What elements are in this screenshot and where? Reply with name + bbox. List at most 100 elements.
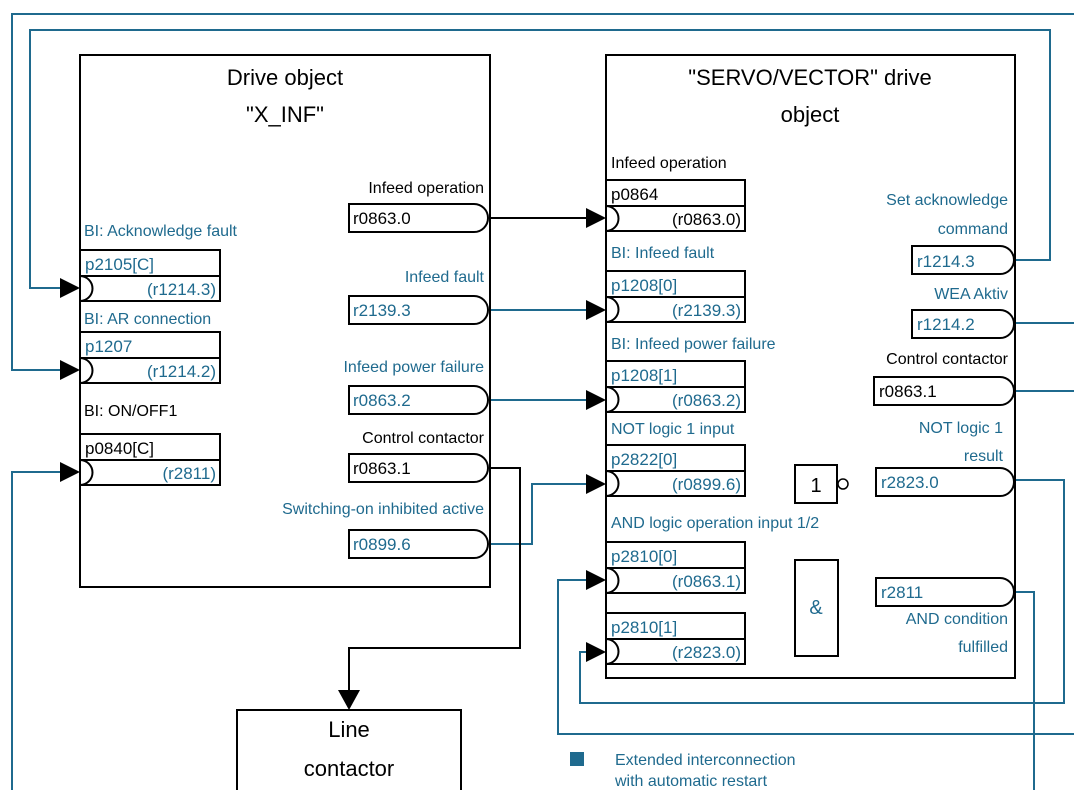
- x-inf-infeed-fault-connector[interactable]: [348, 295, 489, 325]
- legend: Extended interconnection with automatic …: [570, 752, 796, 790]
- arrow-ack-fault: [60, 278, 80, 298]
- line-contactor-box: [236, 709, 462, 793]
- arrow-infeed-fault: [586, 300, 606, 320]
- servo-set-ack-label-line2: command: [938, 221, 1008, 238]
- x-inf-switching-inhibited-label: Switching-on inhibited active: [282, 501, 484, 518]
- servo-and-input2-param: p2810[1]: [611, 618, 677, 637]
- servo-and-output-label-line2: fulfilled: [958, 639, 1008, 656]
- servo-and-output-param: r2811: [881, 583, 923, 602]
- servo-not-input-source: (r0899.6): [672, 475, 741, 494]
- servo-infeed-operation-param-box[interactable]: [605, 179, 746, 207]
- servo-and-input1-param: p2810[0]: [611, 547, 677, 566]
- x-inf-onoff-source: (r2811): [162, 464, 216, 483]
- servo-wea-connector[interactable]: [911, 309, 1015, 339]
- servo-set-ack-label-line1: Set acknowledge: [886, 192, 1008, 209]
- servo-control-contactor-connector[interactable]: [873, 376, 1015, 406]
- x-inf-control-contactor-param: r0863.1: [353, 459, 411, 478]
- servo-and-output-label-line1: AND condition: [906, 611, 1008, 628]
- servo-power-failure-param: p1208[1]: [611, 366, 677, 385]
- wire-r2823-feedback: [579, 479, 1065, 704]
- x-inf-onoff-param: p0840[C]: [85, 439, 154, 458]
- servo-not-input-source-connector[interactable]: [605, 470, 746, 497]
- servo-set-ack-param: r1214.3: [917, 252, 975, 271]
- servo-and-input2-param-box[interactable]: [605, 612, 746, 640]
- x-inf-onoff-label: BI: ON/OFF1: [84, 403, 177, 420]
- line-contactor-line2: contactor: [304, 756, 395, 781]
- x-inf-control-contactor-label: Control contactor: [362, 430, 485, 447]
- x-inf-control-contactor-connector[interactable]: [348, 453, 489, 483]
- servo-infeed-fault-source: (r2139.3): [672, 301, 741, 320]
- servo-and-output-connector[interactable]: [875, 577, 1015, 607]
- servo-control-contactor-label: Control contactor: [886, 351, 1009, 368]
- standard-wires: [348, 217, 586, 690]
- wire-switching-inhibited: [488, 483, 586, 545]
- x-inf-ack-fault-param-box[interactable]: [79, 249, 221, 277]
- wire-outer-top: [11, 13, 1074, 371]
- drive-object-servo-vector: "SERVO/VECTOR" drive object Infeed opera…: [605, 54, 1016, 679]
- not-gate-symbol: 1: [810, 475, 821, 497]
- servo-not-result-label-line1: NOT logic 1: [919, 420, 1003, 437]
- servo-title-line1: "SERVO/VECTOR" drive: [688, 65, 931, 90]
- servo-not-input-param: p2822[0]: [611, 450, 677, 469]
- servo-power-failure-param-box[interactable]: [605, 360, 746, 388]
- legend-line2: with automatic restart: [614, 773, 768, 790]
- arrow-ar-connection: [60, 360, 80, 380]
- x-inf-switching-inhibited-connector[interactable]: [348, 529, 489, 559]
- x-inf-title-line2: "X_INF": [246, 102, 324, 127]
- x-inf-title-line1: Drive object: [227, 65, 343, 90]
- servo-not-result-param: r2823.0: [881, 473, 939, 492]
- servo-and-inputs-label: AND logic operation input 1/2: [611, 515, 819, 532]
- not-gate: [794, 464, 838, 504]
- servo-power-failure-source: (r0863.2): [672, 391, 741, 410]
- servo-and-input2-source-connector[interactable]: [605, 638, 746, 665]
- x-inf-ack-fault-source-connector[interactable]: [79, 275, 221, 302]
- arrow-not-input: [586, 474, 606, 494]
- x-inf-ar-connection-param-box[interactable]: [79, 331, 221, 359]
- and-gate: [794, 559, 839, 657]
- x-inf-power-failure-param: r0863.2: [353, 391, 411, 410]
- arrow-line-contactor: [338, 690, 360, 710]
- and-gate-symbol: &: [809, 597, 823, 619]
- x-inf-ar-connection-label: BI: AR connection: [84, 311, 211, 328]
- servo-infeed-fault-param: p1208[0]: [611, 276, 677, 295]
- servo-not-result-label-line2: result: [964, 448, 1004, 465]
- wire-r0863-feedback: [557, 579, 1074, 735]
- arrow-and-input1: [586, 570, 606, 590]
- servo-infeed-fault-source-connector[interactable]: [605, 296, 746, 323]
- servo-infeed-operation-source: (r0863.0): [672, 210, 741, 229]
- wire-control-contactor: [348, 467, 521, 690]
- servo-not-result-connector[interactable]: [875, 467, 1015, 497]
- servo-infeed-operation-param: p0864: [611, 185, 658, 204]
- wire-onoff-feed: [11, 471, 60, 790]
- servo-infeed-fault-label: BI: Infeed fault: [611, 245, 715, 262]
- arrow-onoff: [60, 462, 80, 482]
- servo-power-failure-source-connector[interactable]: [605, 386, 746, 413]
- servo-and-input1-source: (r0863.1): [672, 572, 741, 591]
- servo-and-input1-source-connector[interactable]: [605, 567, 746, 594]
- x-inf-power-failure-label: Infeed power failure: [343, 359, 484, 376]
- line-contactor: Line contactor: [236, 709, 462, 793]
- servo-and-input2-source: (r2823.0): [672, 643, 741, 662]
- servo-not-input-label: NOT logic 1 input: [611, 421, 735, 438]
- x-inf-switching-inhibited-param: r0899.6: [353, 535, 411, 554]
- x-inf-onoff-source-connector[interactable]: [79, 459, 221, 486]
- servo-wea-label: WEA Aktiv: [934, 286, 1008, 303]
- wire-set-ack: [29, 29, 1051, 289]
- servo-infeed-fault-param-box[interactable]: [605, 270, 746, 298]
- arrow-infeed-operation: [586, 208, 606, 228]
- x-inf-ar-connection-source-connector[interactable]: [79, 357, 221, 384]
- x-inf-ack-fault-param: p2105[C]: [85, 255, 154, 274]
- wire-r2811-out: [1014, 591, 1035, 790]
- legend-swatch: [570, 752, 584, 766]
- servo-infeed-operation-label: Infeed operation: [611, 155, 727, 172]
- x-inf-ack-fault-label: BI: Acknowledge fault: [84, 223, 238, 240]
- arrow-and-input2: [586, 642, 606, 662]
- servo-infeed-operation-source-connector[interactable]: [605, 205, 746, 232]
- arrowheads: [60, 208, 606, 710]
- servo-set-ack-connector[interactable]: [911, 245, 1015, 275]
- x-inf-ack-fault-source: (r1214.3): [147, 280, 216, 299]
- x-inf-infeed-operation-connector[interactable]: [348, 203, 489, 233]
- x-inf-power-failure-connector[interactable]: [348, 385, 489, 415]
